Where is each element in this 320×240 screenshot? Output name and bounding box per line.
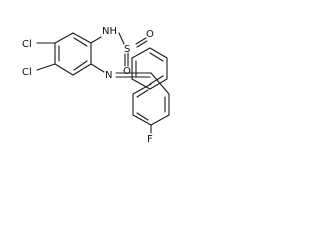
bond-ring-nh (90, 36, 102, 44)
chlorine-bottom-label: Cl (22, 67, 32, 78)
double-bond-inner (73, 37, 88, 47)
fluorine-label: F (147, 134, 153, 145)
double-bond-inner (149, 52, 164, 62)
double-bond-inner (136, 112, 149, 121)
bond (132, 114, 152, 126)
sulfonylphenyl-ring (131, 47, 168, 90)
bond (150, 114, 170, 126)
double-bond-inner (73, 60, 88, 71)
bond (149, 47, 168, 59)
bond-s-o-right-2 (135, 37, 147, 45)
bond (149, 78, 168, 90)
bond (72, 63, 92, 76)
fluorophenyl-ring (132, 72, 170, 126)
bond-ring-n (90, 63, 105, 73)
bond-s-o-right (136, 40, 148, 48)
bond (54, 32, 74, 44)
molecule-drawing: Cl Cl NH N S O O F (22, 26, 170, 145)
double-bond-inner (136, 89, 149, 98)
bond (54, 63, 74, 76)
oxygen-left-label: O (123, 66, 131, 77)
bond (131, 78, 151, 90)
bond (150, 72, 170, 95)
bond (132, 83, 152, 95)
amine-label: NH (102, 26, 117, 37)
imine-label: N (105, 70, 112, 81)
sulfur-label: S (124, 44, 130, 55)
chlorine-top-label: Cl (22, 39, 32, 50)
bond-ring-cl-bottom (36, 63, 56, 71)
bond (131, 47, 151, 59)
structure-canvas: Cl Cl NH N S O O F (0, 0, 211, 159)
bond-nh-s (118, 32, 125, 45)
oxygen-right-label: O (146, 29, 154, 40)
bond (72, 32, 92, 44)
dichlorophenyl-ring (54, 32, 92, 76)
